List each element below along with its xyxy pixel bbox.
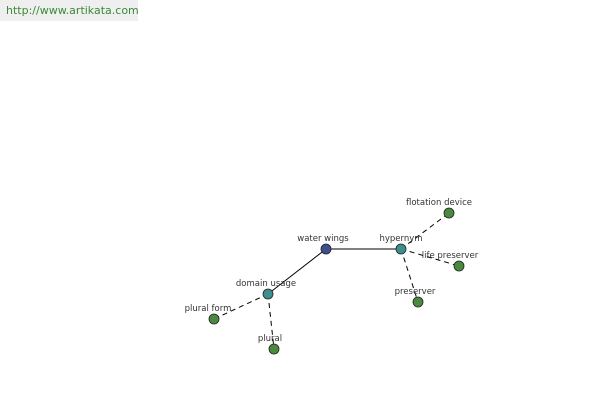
node-dot-flotation-device[interactable] (443, 207, 455, 219)
node-dot-plural[interactable] (268, 343, 280, 355)
node-preserver[interactable]: preserver (395, 287, 436, 308)
node-dot-domain-usage[interactable] (262, 288, 274, 300)
edge-hypernym-to-life-preserver (400, 248, 460, 267)
edge-hypernym-to-preserver (400, 248, 419, 303)
node-label-plural[interactable]: plural (258, 334, 282, 344)
node-domain-usage[interactable]: domain usage (236, 279, 296, 300)
node-plural-form[interactable]: plural form (185, 304, 232, 325)
node-flotation-device[interactable]: flotation device (406, 198, 472, 219)
node-dot-life-preserver[interactable] (453, 260, 465, 272)
graph-nodes: water wings hypernym domain usage flotation… (185, 198, 479, 355)
edge-domain-usage-to-plural-form (213, 293, 269, 320)
edge-water-wings-to-domain-usage (267, 248, 327, 295)
node-label-hypernym[interactable]: hypernym (379, 234, 422, 244)
edge-hypernym-to-flotation-device (400, 212, 450, 250)
site-url[interactable]: http://www.artikata.com (0, 0, 139, 21)
node-plural[interactable]: plural (258, 334, 282, 355)
node-dot-plural-form[interactable] (208, 313, 220, 325)
node-label-preserver[interactable]: preserver (395, 287, 436, 297)
node-water-wings[interactable]: water wings (297, 234, 349, 255)
node-label-life-preserver[interactable]: life preserver (422, 251, 479, 261)
node-hypernym[interactable]: hypernym (379, 234, 423, 255)
node-dot-hypernym[interactable] (395, 243, 407, 255)
node-label-water-wings[interactable]: water wings (297, 234, 349, 244)
node-dot-preserver[interactable] (412, 296, 424, 308)
node-label-domain-usage[interactable]: domain usage (236, 279, 296, 289)
node-label-plural-form[interactable]: plural form (185, 304, 232, 314)
node-life-preserver[interactable]: life preserver (422, 251, 479, 272)
graph-edges (213, 212, 460, 350)
node-label-flotation-device[interactable]: flotation device (406, 198, 472, 208)
edge-domain-usage-to-plural (267, 293, 275, 350)
node-dot-water-wings[interactable] (320, 243, 332, 255)
